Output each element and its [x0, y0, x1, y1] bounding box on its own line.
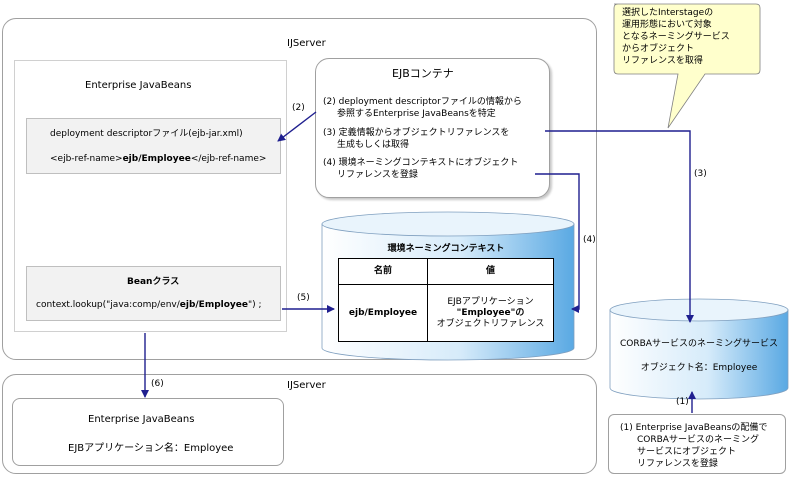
callout-line1: 選択したInterstageの [622, 8, 714, 18]
row-value-line2: "Employee"の [456, 307, 525, 318]
step4-line1: (4) 環境ネーミングコンテキストにオブジェクト [323, 158, 519, 168]
arrow-3 [545, 130, 694, 323]
bean-class-code: context.lookup("java:comp/env/ejb/Employ… [36, 299, 262, 311]
ejb-bottom-title: Enterprise JavaBeans [88, 414, 195, 425]
corba-object-name: オブジェクト名：Employee [640, 363, 758, 373]
ejb-bottom-appname: EJBアプリケーション名：Employee [68, 443, 234, 454]
ijserver-bottom-title: IJServer [287, 380, 326, 391]
row-value-line1: EJBアプリケーション [447, 296, 534, 307]
dd-line2-pre: <ejb-ref-name> [50, 154, 123, 164]
deployment-descriptor-box [26, 118, 281, 174]
arrow-4 [535, 173, 580, 313]
env-context-title: 環境ネーミングコンテキスト [387, 244, 505, 254]
step1-line2: CORBAサービスのネーミング [637, 435, 759, 445]
dd-line1: deployment descriptorファイル(ejb-jar.xml) [50, 129, 243, 139]
step1-line3: サービスにオブジェクト [637, 447, 737, 457]
step1-box [608, 414, 786, 474]
step2-line2: 参照するEnterprise JavaBeansを特定 [337, 109, 496, 119]
row-value-cell: EJBアプリケーション "Employee"の オブジェクトリファレンス [427, 284, 554, 342]
arrow-label-2: (2) [292, 103, 305, 113]
arrow-label-4: (4) [583, 235, 596, 245]
ejb-bottom-box [12, 398, 284, 466]
dd-line2-bold: ejb/Employee [122, 154, 191, 164]
step2-line1: (2) deployment descriptorファイルの情報から [323, 97, 522, 107]
bean-code-bold: ejb/Employee [179, 300, 248, 310]
step4-line2: リファレンスを登録 [337, 170, 418, 180]
bean-code-pre: context.lookup("java:comp/env/ [36, 300, 180, 310]
corba-cylinder [609, 298, 789, 400]
ejb-container-title: EJBコンテナ [392, 67, 454, 80]
env-context-table: 名前 値 ejb/Employee EJBアプリケーション "Employee"… [338, 258, 554, 342]
ijserver-top-title: IJServer [287, 38, 326, 49]
bean-code-post: ") ; [248, 300, 262, 310]
arrow-label-6: (6) [151, 379, 164, 389]
callout-bubble [613, 3, 761, 129]
row-value-line3: オブジェクトリファレンス [436, 318, 545, 329]
callout-line3: となるネーミングサービス [622, 32, 730, 42]
ejb-container-box [315, 58, 550, 198]
callout-line2: 運用形態において対象 [622, 20, 712, 30]
col-value-header: 値 [427, 258, 554, 285]
bean-class-box [26, 266, 281, 321]
dd-line2: <ejb-ref-name>ejb/Employee</ejb-ref-name… [50, 153, 266, 165]
row-name-cell: ejb/Employee [338, 284, 428, 342]
callout-line5: リファレンスを取得 [622, 56, 703, 66]
col-name-header: 名前 [338, 258, 428, 285]
arrow-2 [277, 111, 317, 142]
arrow-label-3: (3) [694, 169, 707, 179]
corba-title: CORBAサービスのネーミングサービス [620, 339, 778, 349]
dd-line2-post: </ejb-ref-name> [190, 154, 267, 164]
step1-line4: リファレンスを登録 [637, 459, 718, 469]
arrow-label-1: (1) [676, 397, 689, 407]
arrow-label-5: (5) [297, 293, 310, 303]
step1-line1: (1) Enterprise JavaBeansの配備で [620, 423, 768, 433]
bean-class-title: Beanクラス [127, 277, 180, 287]
callout-line4: からオブジェクト [622, 44, 695, 54]
step3-line2: 生成もしくは取得 [337, 140, 410, 150]
step3-line1: (3) 定義情報からオブジェクトリファレンスを [323, 128, 510, 138]
ejb-panel-title: Enterprise JavaBeans [85, 80, 192, 91]
